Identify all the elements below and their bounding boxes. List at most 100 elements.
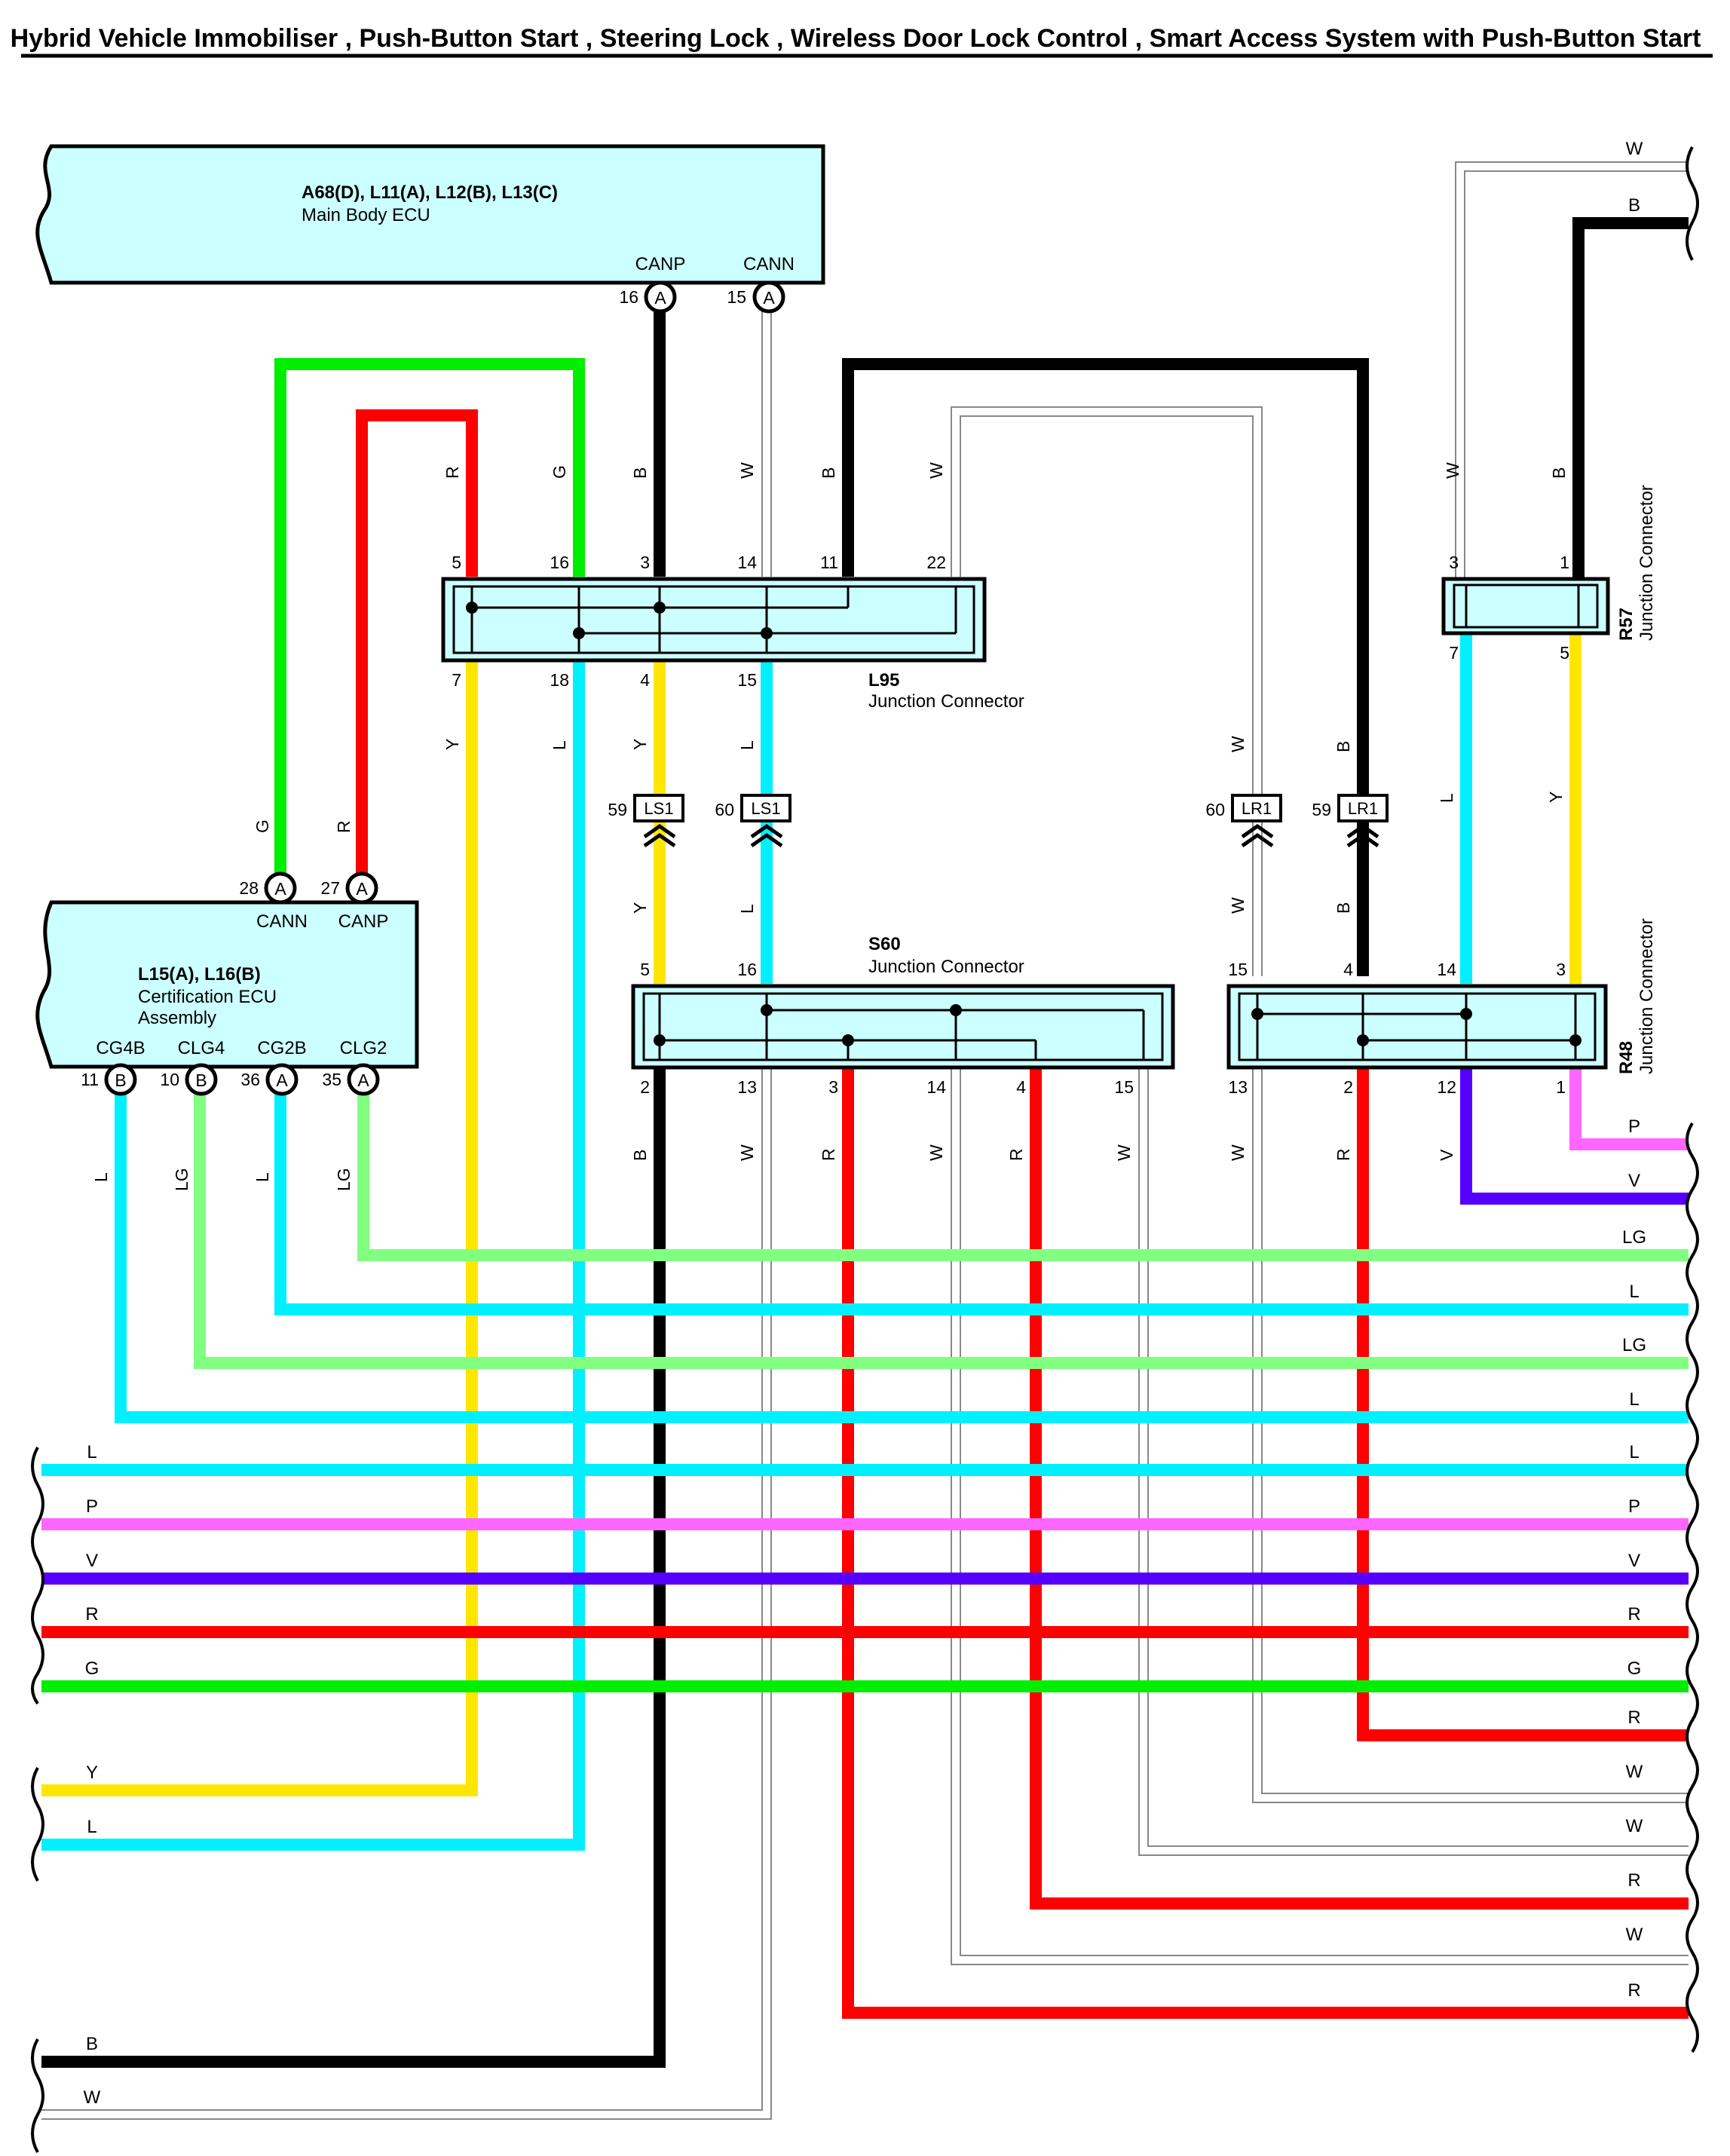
main-body-ecu-name: Main Body ECU xyxy=(302,205,430,225)
certification-ecu: A A 28 27 CANN CANP L15(A), L16(B) Certi… xyxy=(35,871,419,1096)
pin-num-cg2b: 36 xyxy=(240,1070,260,1089)
pin-name-clg4: CLG4 xyxy=(178,1038,225,1058)
pin-marker-cg2b xyxy=(265,1063,299,1096)
r48-bottom-pin-1: 1 xyxy=(1556,1077,1566,1097)
break-mark-right-top xyxy=(1686,146,1699,261)
wlabel-s60-bot-w3: W xyxy=(1114,1144,1134,1161)
r48-top-pin-3: 3 xyxy=(1556,960,1566,979)
pin-marker-clg4 xyxy=(185,1063,218,1096)
l95-top-pin-3: 3 xyxy=(640,553,650,572)
r48-top-pin-4: 4 xyxy=(1343,960,1353,979)
inline-connectors: LS1 59 LS1 60 LR1 60 LR1 59 xyxy=(608,794,1389,848)
pin-name-cann: CANN xyxy=(743,254,795,274)
wire-r-r48-2 xyxy=(1357,1063,1689,1741)
inline-connector-ls1-60: LS1 60 xyxy=(715,794,792,848)
r57-id: R57 xyxy=(1616,608,1637,641)
pin-conn-cert-28: A xyxy=(274,879,286,899)
break-mark-left-3 xyxy=(31,2038,44,2153)
s60-bottom-pin-15: 15 xyxy=(1114,1077,1134,1097)
pin-conn-clg2: A xyxy=(357,1070,369,1090)
wire-p-r48-1 xyxy=(1569,1063,1689,1150)
pin-name-clg2: CLG2 xyxy=(340,1038,387,1058)
wlabel-cert-top-r: R xyxy=(334,820,354,833)
pin-name-cg2b: CG2B xyxy=(257,1038,306,1058)
left-edge-label: G xyxy=(85,1658,100,1679)
main-body-ecu: A68(D), L11(A), L12(B), L13(C) Main Body… xyxy=(35,144,825,314)
inline-pin-lr1-59: 59 xyxy=(1312,800,1331,819)
wire-lg-clg2 xyxy=(357,1089,1689,1261)
right-edge-label: R xyxy=(1627,1870,1640,1891)
pin-conn-clg4: B xyxy=(195,1070,207,1090)
l95-bottom-pin-7: 7 xyxy=(452,670,461,690)
wlabel-r48-low-l: L xyxy=(1437,793,1456,803)
pin-name-cert-canp: CANP xyxy=(338,911,389,932)
s60-name: Junction Connector xyxy=(868,957,1024,977)
wlabel-r57-top-w: W xyxy=(1443,462,1462,479)
pin-marker-clg2 xyxy=(347,1063,380,1096)
inline-tag-lr1-60: LR1 xyxy=(1242,799,1272,818)
inline-pin-ls1-59: 59 xyxy=(608,800,627,819)
r57-bottom-pin-5: 5 xyxy=(1560,643,1569,663)
wire-r-s60-3 xyxy=(842,1063,1689,2019)
pin-conn-cg4b: B xyxy=(115,1070,126,1090)
wire-w-l95-r48 xyxy=(952,408,1261,976)
pin-num-canp: 16 xyxy=(619,287,638,307)
wlabel-r48-low-b: B xyxy=(1333,902,1353,914)
inline-tag-lr1-59: LR1 xyxy=(1348,799,1378,818)
s60-bottom-pin-3: 3 xyxy=(828,1077,838,1097)
wire-r-canp-loop xyxy=(356,409,478,874)
right-edge-label: W xyxy=(1626,1816,1643,1836)
wlabel-s60-bot-r: R xyxy=(819,1148,838,1161)
s60-bottom-pin-4: 4 xyxy=(1016,1077,1026,1097)
left-edge-label: L xyxy=(87,1442,96,1462)
right-edge-label: L xyxy=(1629,1389,1639,1410)
l95-bottom-pin-18: 18 xyxy=(550,670,569,690)
right-edge-label: R xyxy=(1627,1980,1640,2001)
pin-conn-cert-27: A xyxy=(356,879,368,899)
wire-w-s60-15 xyxy=(1140,1063,1689,1854)
pin-num-cann: 15 xyxy=(727,287,746,307)
wlabel-s60-bot-w2: W xyxy=(926,1144,946,1161)
pin-marker-cann xyxy=(752,280,785,314)
r48-bottom-pin-13: 13 xyxy=(1228,1077,1248,1097)
l95-top-pin-11: 11 xyxy=(820,553,838,572)
left-edge-label: W xyxy=(84,2087,101,2108)
r48-bottom-pin-2: 2 xyxy=(1343,1077,1353,1097)
l95-top-pin-14: 14 xyxy=(737,553,757,572)
wlabel-s60-bot-w: W xyxy=(737,1144,757,1161)
pin-name-canp: CANP xyxy=(635,254,686,274)
right-edge-label: W xyxy=(1626,1762,1643,1782)
wire-w-r57-top xyxy=(1456,163,1689,580)
right-edge-label: P xyxy=(1628,1116,1640,1137)
wlabel-s60-top-l: L xyxy=(737,904,757,914)
wire-b-s60-2 xyxy=(41,1063,666,2068)
junction-connector-r48: 15 4 14 3 13 2 12 1 R48 Junction Connect… xyxy=(1226,918,1657,1097)
right-edge-label: V xyxy=(1628,1171,1640,1191)
inline-connector-lr1-60: LR1 60 xyxy=(1205,794,1282,848)
wlabel-l95-bot-l2: L xyxy=(737,740,757,750)
pin-conn-canp: A xyxy=(654,288,666,308)
right-edge-label: L xyxy=(1629,1282,1639,1302)
wlabel-cert-bot-l2: L xyxy=(253,1172,272,1182)
wlabel-r57-top-b: B xyxy=(1549,467,1569,479)
wire-lg-clg4 xyxy=(194,1089,1689,1369)
right-edge-label: LG xyxy=(1622,1335,1646,1355)
r48-name: Junction Connector xyxy=(1637,918,1657,1074)
right-edge-label: V xyxy=(1628,1551,1640,1571)
wlabel-r48-up-w: W xyxy=(1228,736,1248,752)
right-edge-label: W xyxy=(1626,139,1643,159)
l95-top-pin-5: 5 xyxy=(452,553,461,572)
l95-top-pin-16: 16 xyxy=(550,553,569,572)
l95-id: L95 xyxy=(868,670,899,691)
inline-pin-ls1-60: 60 xyxy=(715,800,734,819)
right-edge-label: R xyxy=(1627,1707,1640,1728)
s60-bottom-pin-2: 2 xyxy=(640,1077,650,1097)
wlabel-l95-top-b2: B xyxy=(819,467,838,479)
wlabel-cert-bot-l: L xyxy=(91,1172,111,1182)
right-edge-label: P xyxy=(1628,1496,1640,1517)
s60-top-pin-16: 16 xyxy=(737,960,757,979)
wire-b-l95-r48 xyxy=(842,358,1369,976)
r57-bottom-pin-7: 7 xyxy=(1449,643,1459,663)
wire-v-r48-12 xyxy=(1460,1063,1689,1205)
